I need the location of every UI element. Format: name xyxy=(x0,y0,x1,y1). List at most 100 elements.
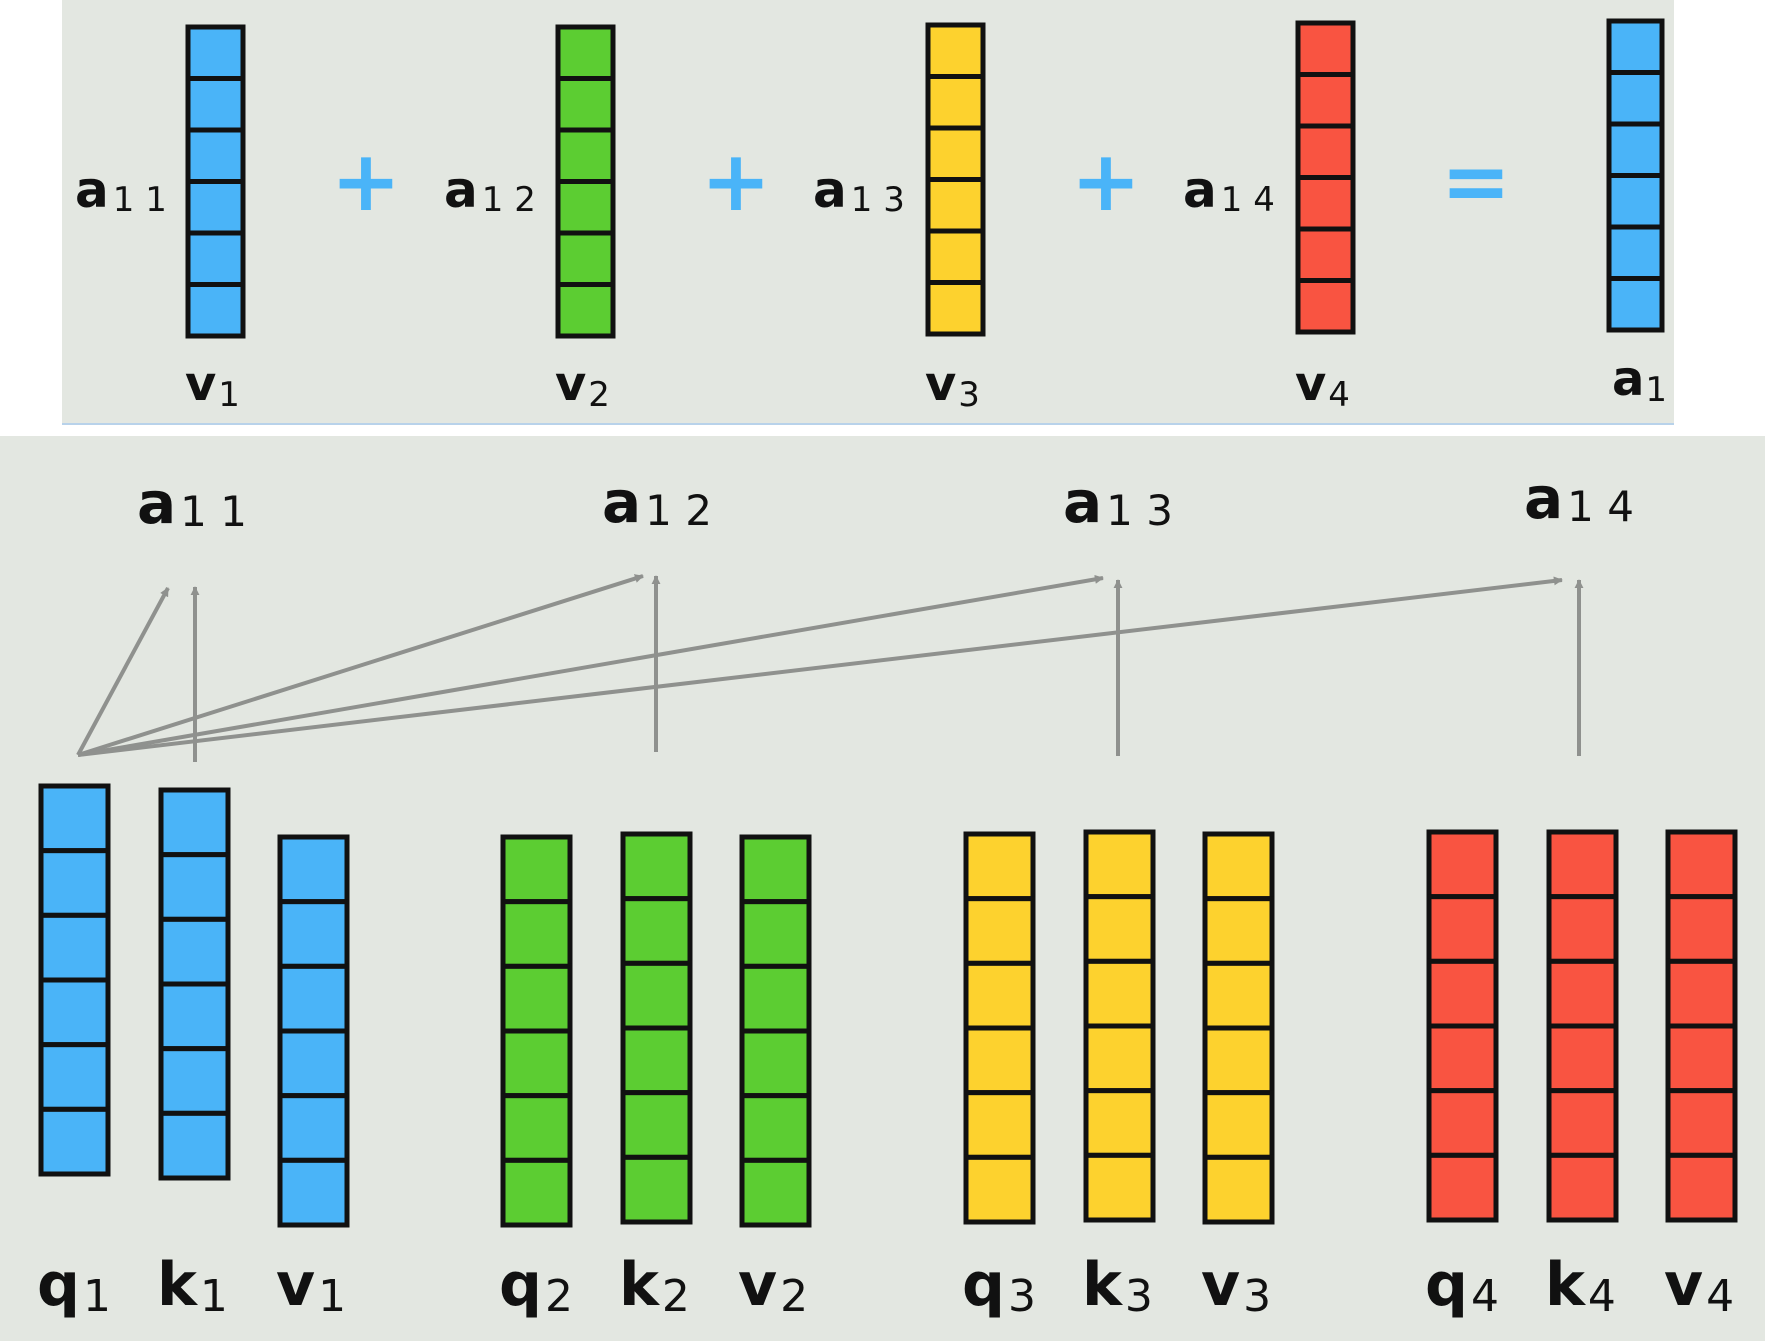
vector-cell xyxy=(1665,1152,1738,1223)
v-vector-column: v2 xyxy=(738,834,812,1322)
vector-cell xyxy=(1202,960,1275,1031)
vector-cell xyxy=(1606,224,1665,281)
v-vector-label: v3 xyxy=(1201,1250,1271,1322)
vector-cell xyxy=(1083,958,1156,1029)
vector-cell xyxy=(620,1154,693,1225)
vector-cell xyxy=(1202,831,1275,902)
v-vector-column: v1 xyxy=(276,834,350,1322)
vector-cell xyxy=(1426,894,1499,964)
vector-cell xyxy=(277,1093,350,1163)
k-vector-label: k2 xyxy=(619,1250,690,1322)
vector-cell xyxy=(158,1046,231,1116)
vector-cell xyxy=(1665,1023,1738,1094)
vector-cell xyxy=(277,899,350,969)
q-vector-label: q1 xyxy=(37,1250,111,1322)
vector-cell xyxy=(158,852,231,922)
vector-cell xyxy=(555,24,616,81)
vector-cell xyxy=(739,1157,812,1228)
vector-cell xyxy=(1295,226,1356,283)
vector-cell xyxy=(963,960,1036,1031)
vector-cell xyxy=(1606,173,1665,230)
plus-operator: + xyxy=(331,132,401,230)
vector-cell xyxy=(185,179,246,236)
k-vector-label: k3 xyxy=(1082,1250,1153,1322)
vector-cell xyxy=(158,981,231,1052)
v-vector-label: v1 xyxy=(276,1250,346,1322)
vector-cell xyxy=(1665,894,1738,964)
vector-cell xyxy=(1426,958,1499,1029)
vector-cell xyxy=(1295,175,1356,232)
attention-output-label: a1 xyxy=(1612,351,1667,410)
vector-cell xyxy=(38,783,111,854)
vector-cell xyxy=(1083,1152,1156,1223)
vector-cell xyxy=(1295,20,1356,77)
top-panel xyxy=(62,0,1674,423)
vector-cell xyxy=(1546,1152,1619,1223)
query-arrows xyxy=(76,574,1563,757)
vector-cell xyxy=(1083,829,1156,900)
q-vector-column: q3 xyxy=(962,831,1036,1322)
vector-cell xyxy=(1426,829,1499,900)
vector-cell xyxy=(1546,1023,1619,1094)
vector-cell xyxy=(963,1025,1036,1096)
vector-cell xyxy=(1426,1152,1499,1223)
bottom-panel xyxy=(0,436,1765,1341)
token-qkv-group: q3 k3 v3 xyxy=(962,829,1275,1322)
vector-cell xyxy=(185,76,246,133)
value-vector-label: v1 xyxy=(185,356,240,415)
vector-cell xyxy=(620,1025,693,1096)
q-vector-column: q1 xyxy=(37,783,111,1322)
k-vector-column: k2 xyxy=(619,831,693,1322)
value-vector-column xyxy=(1295,20,1356,335)
attention-score-label: a1 1 xyxy=(137,469,247,537)
vector-cell xyxy=(739,1093,812,1163)
vector-cell xyxy=(1202,1025,1275,1096)
vector-cell xyxy=(555,179,616,236)
vector-cell xyxy=(739,899,812,969)
plus-operator: + xyxy=(1071,132,1141,230)
v-vector-column: v3 xyxy=(1201,831,1275,1322)
vector-cell xyxy=(277,834,350,905)
vector-cell xyxy=(925,228,986,285)
vector-cell xyxy=(1083,894,1156,964)
vector-cell xyxy=(277,1028,350,1099)
vector-cell xyxy=(185,127,246,184)
vector-cell xyxy=(38,912,111,983)
vector-cell xyxy=(277,1157,350,1228)
vector-cell xyxy=(38,1106,111,1177)
vector-cell xyxy=(620,960,693,1031)
query-arrow xyxy=(77,574,644,757)
value-vector-label: v3 xyxy=(925,356,980,415)
q-vector-column: q4 xyxy=(1425,829,1499,1322)
vector-cell xyxy=(500,1028,573,1099)
vector-cell xyxy=(739,1028,812,1099)
vector-cell xyxy=(555,282,616,339)
vector-cell xyxy=(1546,829,1619,900)
vector-cell xyxy=(925,74,986,131)
vector-cell xyxy=(185,24,246,81)
vector-cell xyxy=(1295,123,1356,180)
vector-cell xyxy=(1295,278,1356,335)
vector-cell xyxy=(963,1090,1036,1160)
vector-cell xyxy=(158,1110,231,1181)
vector-cell xyxy=(739,834,812,905)
attention-score-label: a1 4 xyxy=(1524,464,1634,532)
vector-cell xyxy=(963,896,1036,966)
k-vector-column: k4 xyxy=(1545,829,1619,1322)
vector-cell xyxy=(158,916,231,987)
attention-output-vector xyxy=(1606,18,1665,333)
v-vector-column: v4 xyxy=(1664,829,1738,1322)
value-vector-label: v4 xyxy=(1295,356,1350,415)
equals-operator: = xyxy=(1441,132,1511,230)
vector-cell xyxy=(555,127,616,184)
vector-cell xyxy=(500,1157,573,1228)
vector-cell xyxy=(1202,1154,1275,1225)
vector-cell xyxy=(1083,1023,1156,1094)
vector-cell xyxy=(38,1042,111,1112)
k-vector-column: k3 xyxy=(1082,829,1156,1322)
